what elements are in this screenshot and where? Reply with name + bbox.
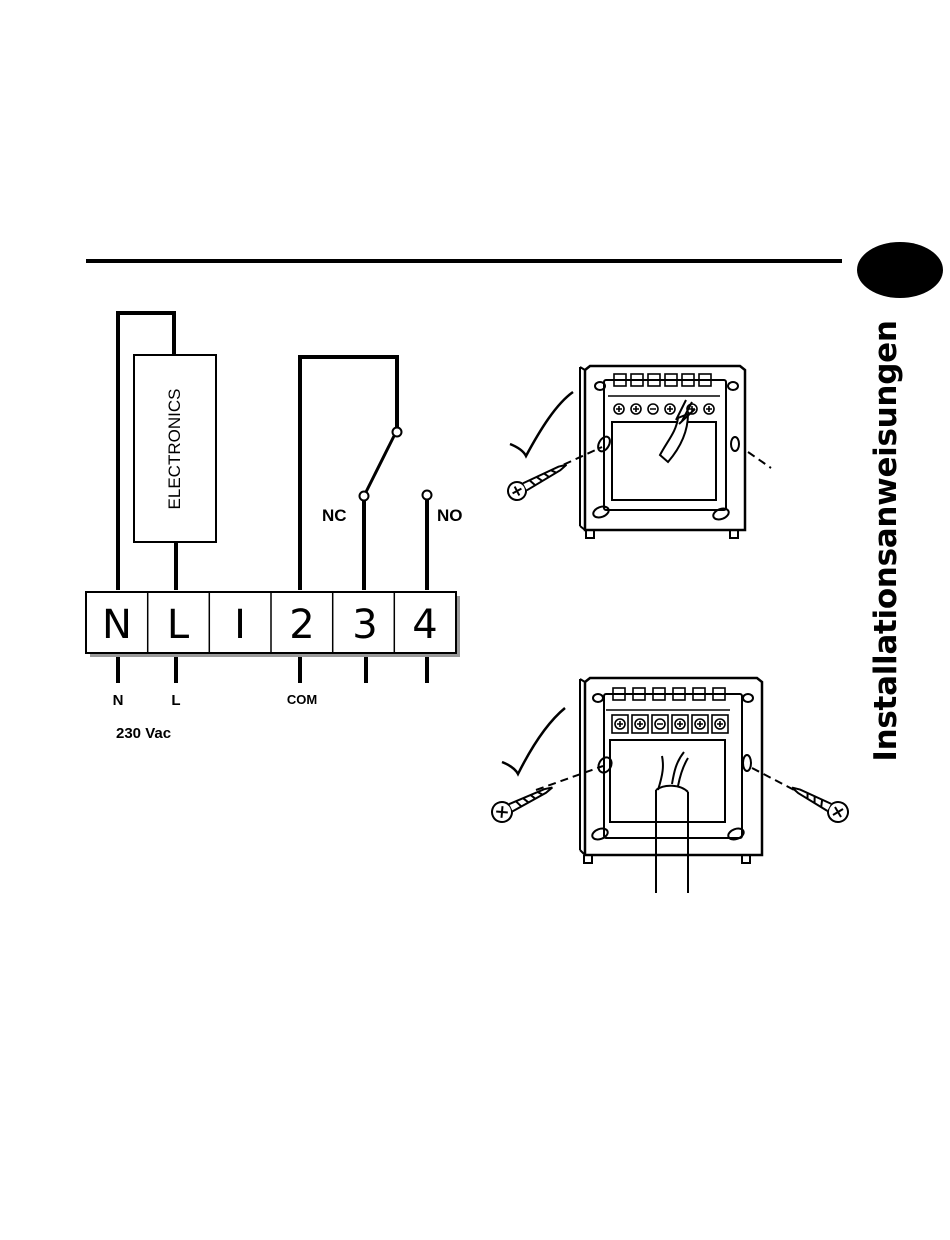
switch-blade	[366, 436, 394, 492]
terminal-4: 4	[412, 602, 437, 648]
bottom-label-l: L	[171, 692, 180, 709]
electronics-label: ELECTRONICS	[165, 389, 184, 510]
bottom-label-n: N	[113, 692, 124, 709]
screw-icon	[489, 778, 557, 825]
bottom-label-com: COM	[287, 692, 317, 707]
mounting-illustration-top	[505, 366, 771, 538]
no-label: NO	[437, 506, 463, 525]
terminal-l: L	[167, 602, 190, 648]
screw-icon	[787, 779, 851, 826]
dashed-guide	[748, 452, 771, 468]
terminal-2: 2	[289, 602, 314, 648]
nc-label: NC	[322, 506, 347, 525]
terminal-n: N	[102, 602, 132, 648]
checkmark-icon	[502, 708, 565, 774]
checkmark-icon	[510, 392, 573, 456]
terminal-i: I	[234, 602, 246, 648]
switch-pivot-contact	[393, 428, 402, 437]
wire-com-loop	[300, 357, 397, 590]
screw-icon	[505, 457, 571, 503]
supply-voltage-label: 230 Vac	[116, 725, 171, 742]
nc-contact	[360, 492, 369, 501]
no-contact	[423, 491, 432, 500]
terminal-block: N L I 2 3 4	[86, 592, 460, 657]
terminal-3: 3	[352, 602, 377, 648]
mounting-illustration-bottom	[489, 678, 852, 893]
